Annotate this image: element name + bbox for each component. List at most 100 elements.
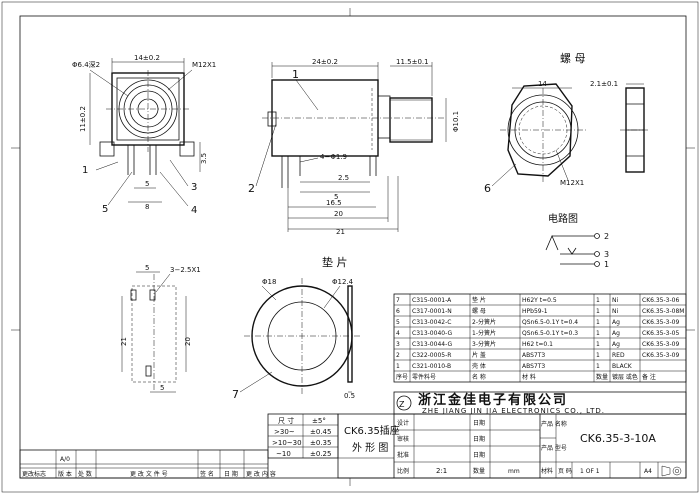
rev-header-date: 日 期 (224, 470, 238, 478)
bom-cell: 螺 母 (472, 307, 486, 315)
company-name-cn: 浙江金佳电子有限公司 (418, 392, 568, 408)
bom-cell: 3-分簧片 (472, 340, 496, 348)
bom-cell: 1 (596, 330, 600, 337)
scale-value: 2:1 (436, 467, 447, 475)
bom-cell: CK6.35-3-08M (642, 308, 684, 315)
tol-value-1: ±0.45 (310, 428, 331, 436)
circuit-title: 电路图 (548, 212, 578, 225)
label-scale: 比例 (397, 467, 409, 475)
bom-cell: 壳 体 (472, 362, 486, 370)
bom-cell: CK6.35-3-05 (642, 330, 679, 337)
bom-cell: QSn6.5-0.1Y t=0.4 (522, 319, 578, 326)
tolerance-block: 尺 寸 ±5° >30~ ±0.45 >10~30 ±0.35 ~10 ±0.2… (267, 413, 339, 459)
label-product-model: 产品 型号 (541, 444, 567, 452)
bom-cell: 垫 片 (472, 296, 486, 304)
bom-cell: 片 盖 (472, 351, 486, 359)
nut-title: 螺 母 (560, 52, 586, 65)
callout-front-3: 3 (191, 182, 197, 193)
dim-washer-thick: 0.5 (344, 392, 355, 400)
dim-side-c: 5 (334, 193, 338, 201)
dim-front-pin-gap: 5 (145, 180, 149, 188)
bom-cell: H62 t=0.1 (522, 341, 553, 348)
bom-cell: C315-0001-A (412, 297, 452, 304)
bom-cell: RED (612, 352, 625, 359)
title-block: CK6.35插座 外 形 图 设计 审核 批准 比例 日期 日期 日期 产品 名… (337, 413, 687, 479)
dim-side-length: 24±0.2 (312, 58, 338, 66)
dim-side-thread-len: 11.5±0.1 (396, 58, 429, 66)
dim-side-e: 20 (334, 210, 343, 218)
bom-cell: 2-分簧片 (472, 318, 496, 326)
bom-cell: 4 (396, 330, 400, 337)
label-design: 设计 (397, 419, 409, 427)
bom-header: 镀层 或色 (612, 373, 638, 381)
bom-header: 数量 (596, 373, 608, 381)
rev-header-count: 处 数 (78, 470, 92, 478)
product-name-line1: CK6.35插座 (344, 424, 400, 437)
callout-washer-7: 7 (232, 388, 239, 401)
bom-cell: C313-0042-C (412, 319, 451, 326)
bom-cell: 1-分簧片 (472, 329, 496, 337)
bom-cell: 1 (596, 341, 600, 348)
bom-cell: C317-0001-N (412, 308, 452, 315)
tol-header-size: 尺 寸 (278, 416, 294, 425)
circuit-diagram: 电路图 2 3 1 (545, 212, 609, 269)
dim-washer-inner: Φ12.4 (332, 278, 354, 286)
dim-front-hole: Φ6.4深2 (72, 60, 100, 69)
label-date-3: 日期 (473, 451, 485, 459)
bom-cell: HPb59-1 (522, 308, 548, 315)
bom-cell: Ag (612, 330, 620, 337)
label-product-name: 产品 名称 (541, 420, 567, 428)
bom-cell: Ni (612, 308, 618, 315)
tol-value-3: ±0.25 (310, 450, 331, 458)
bom-cell: CK6.35-3-09 (642, 352, 679, 359)
bom-cell: 1 (596, 352, 600, 359)
bom-cell: CK6.35-3-09 (642, 319, 679, 326)
unit-value: mm (508, 468, 520, 475)
bom-header: 序号 (396, 373, 408, 381)
dim-front-pin: 3.5 (200, 153, 208, 164)
projection-symbol-icon (661, 465, 682, 477)
callout-side-1: 1 (292, 68, 299, 81)
rev-header-version: 版 本 (58, 470, 72, 478)
bom-cell: 2 (396, 352, 400, 359)
bom-cell: Ni (612, 297, 618, 304)
svg-text:Z: Z (399, 400, 405, 409)
callout-front-1: 1 (82, 165, 88, 176)
label-material: 材料 (541, 467, 553, 475)
dim-front-base: 8 (145, 203, 149, 211)
dim-pcb-w: 5 (160, 384, 164, 392)
circuit-pin-2: 2 (604, 232, 609, 241)
bom-cell: H62Y t=0.5 (522, 297, 557, 304)
bom-cell: 1 (596, 297, 600, 304)
dim-side-a: 4−Φ1.9 (320, 153, 347, 161)
company-logo: Z (396, 395, 412, 411)
bom-cell: BLACK (612, 363, 633, 370)
bom-header: 零件料号 (412, 373, 436, 381)
tol-value-2: ±0.35 (310, 439, 331, 447)
label-qty: 数量 (473, 467, 485, 475)
front-view: 14±0.2 Φ6.4深2 M12X1 11±0.2 3.5 5 8 1 5 3… (72, 54, 216, 216)
rev-header-sign: 签 名 (200, 470, 214, 478)
washer-view: 垫 片 Φ18 Φ12.4 0.5 7 (232, 255, 360, 401)
dim-front-height: 11±0.2 (79, 106, 87, 132)
bom-cell: 3 (396, 341, 400, 348)
callout-front-4: 4 (191, 205, 197, 216)
bom-cell: Ag (612, 341, 620, 348)
label-date-2: 日期 (473, 435, 485, 443)
bom-cell: CK6.35-3-09 (642, 341, 679, 348)
bom-header: 材 料 (522, 373, 536, 381)
bom-cell: C313-0040-G (412, 330, 452, 337)
dim-pcb-h2: 20 (184, 337, 192, 346)
dim-nut-thick: 2.1±0.1 (590, 80, 618, 88)
rev-header-file: 更 改 文 件 号 (130, 470, 168, 478)
tol-range-2: >10~30 (272, 439, 302, 447)
page-value: 1 OF 1 (580, 468, 600, 475)
bom-cell: ABS7T3 (522, 363, 545, 370)
bom-cell: QSn6.5-0.1Y t=0.3 (522, 330, 578, 337)
bom-header: 备 注 (642, 373, 656, 381)
revision-mark: A/0 (60, 456, 70, 463)
bom-cell: CK6.35-3-06 (642, 297, 679, 304)
dim-side-b: 2.5 (338, 174, 349, 182)
